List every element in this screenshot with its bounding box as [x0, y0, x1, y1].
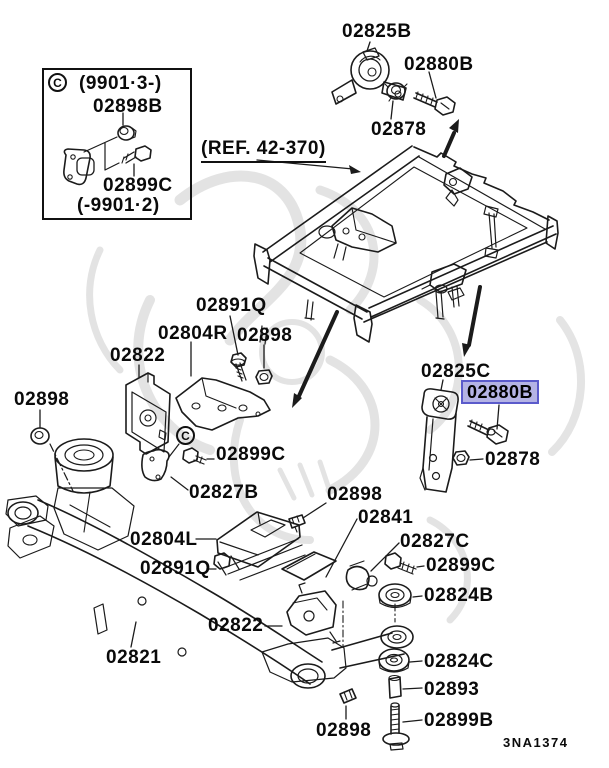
part-label-02827b: 02827B: [189, 482, 259, 503]
crossmember-02821-drawing: [5, 438, 414, 689]
part-label-02880b-top: 02880B: [404, 54, 474, 75]
inset-range-old: (-9901·2): [77, 195, 160, 216]
watermark-graphic: [86, 170, 586, 624]
part-label-02825c: 02825C: [421, 361, 491, 382]
part-label-02827c: 02827C: [400, 531, 470, 552]
part-label-02804r: 02804R: [158, 323, 228, 344]
direction-arrows: [292, 119, 482, 408]
part-label-02893: 02893: [424, 679, 480, 700]
part-label-02891q-lower: 02891Q: [140, 558, 211, 579]
center-assembly-drawing: [195, 502, 425, 751]
part-label-02822-upper: 02822: [110, 345, 166, 366]
part-label-02822-lower: 02822: [208, 615, 264, 636]
engine-mount-02825b-drawing: [331, 41, 456, 120]
frame-drawing: [253, 145, 559, 345]
part-label-02878-top: 02878: [371, 119, 427, 140]
part-label-02899c-mid: 02899C: [216, 444, 286, 465]
part-label-02898-upper: 02898: [237, 325, 293, 346]
inset-fasteners-drawing: [63, 112, 152, 186]
part-label-02880b-selected[interactable]: 02880B: [461, 380, 539, 404]
part-label-02824c: 02824C: [424, 651, 494, 672]
part-label-02899c-lower: 02899C: [426, 555, 496, 576]
c-marker: C: [176, 426, 195, 445]
ref-label: (REF. 42-370): [201, 138, 326, 163]
drawing-code: 3NA1374: [503, 735, 569, 750]
part-label-02898-center: 02898: [327, 484, 383, 505]
part-label-02891q-upper: 02891Q: [196, 295, 267, 316]
inset-part-label-02899c: 02899C: [103, 175, 173, 196]
part-label-02898-left: 02898: [14, 389, 70, 410]
torque-arm-02825c-drawing: [419, 379, 509, 493]
inset-range-new: (9901·3-): [79, 73, 162, 94]
inset-variant-box: [42, 68, 192, 220]
part-label-02899b: 02899B: [424, 710, 494, 731]
inset-part-label-02898b: 02898B: [93, 96, 163, 117]
part-label-02825b-top: 02825B: [342, 21, 412, 42]
part-label-02898-bottom: 02898: [316, 720, 372, 741]
part-label-02878-right: 02878: [485, 449, 541, 470]
part-label-02804l: 02804L: [130, 529, 198, 550]
part-label-02824b: 02824B: [424, 585, 494, 606]
part-label-02821: 02821: [106, 647, 162, 668]
part-label-02841: 02841: [358, 507, 414, 528]
bracket-cluster-drawing: [30, 315, 273, 492]
inset-c-marker: C: [48, 73, 67, 92]
